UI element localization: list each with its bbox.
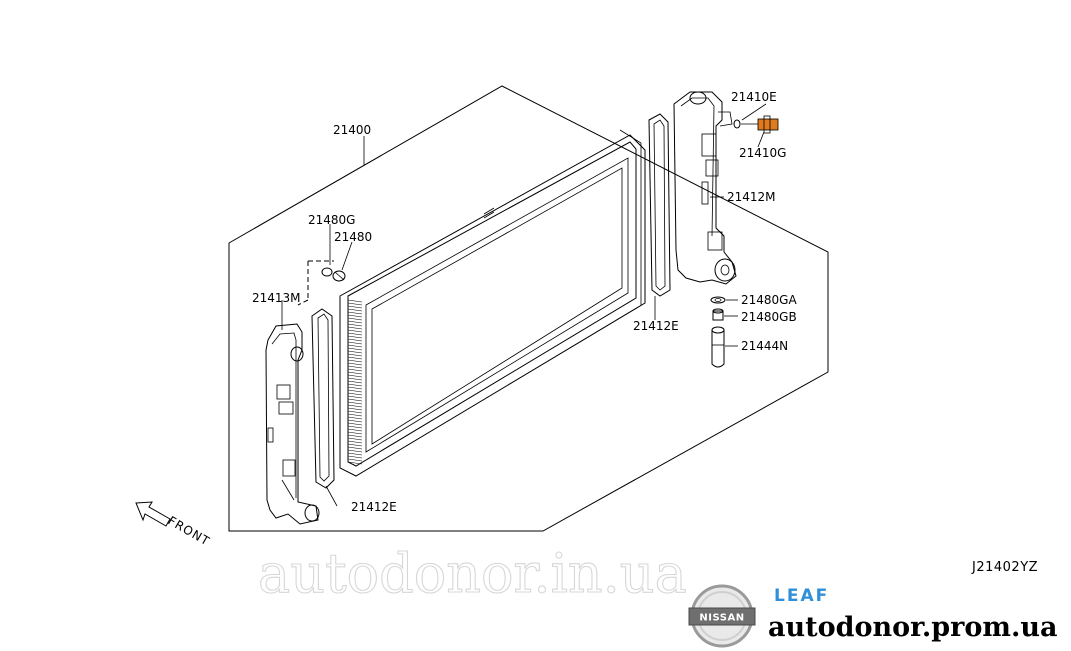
fin-line: [347, 449, 363, 453]
label-21480G: 21480G: [308, 213, 355, 227]
radiator-core: [339, 129, 646, 477]
site-label: autodonor.prom.ua: [768, 612, 1058, 643]
fin-line: [347, 398, 363, 402]
assembly-boundary: [228, 85, 829, 532]
label-21413M: 21413M: [252, 291, 301, 305]
right-seal: [648, 113, 671, 297]
fin-line: [347, 305, 363, 309]
fin-line: [347, 407, 363, 411]
fin-line: [347, 308, 363, 312]
fin-line: [347, 317, 363, 321]
fin-line: [347, 326, 363, 330]
fin-line: [347, 431, 363, 435]
label-21480: 21480: [334, 230, 372, 244]
fin-line: [347, 434, 363, 438]
label-21410G: 21410G: [739, 146, 786, 160]
fin-line: [347, 320, 363, 324]
fin-line: [347, 347, 363, 351]
fin-line: [347, 404, 363, 408]
fin-line: [347, 353, 363, 357]
fin-line: [347, 377, 363, 381]
fin-line: [347, 323, 363, 327]
fin-line: [347, 380, 363, 384]
fin-line: [347, 362, 363, 366]
fin-line: [347, 329, 363, 333]
label-21410E: 21410E: [731, 90, 777, 104]
fin-line: [347, 392, 363, 396]
fin-line: [347, 416, 363, 420]
fin-line: [347, 335, 363, 339]
fin-line: [347, 374, 363, 378]
fin-line: [347, 332, 363, 336]
front-arrow-icon: [135, 501, 171, 527]
fin-line: [347, 425, 363, 429]
fin-line: [347, 458, 363, 462]
fin-line: [347, 443, 363, 447]
fin-line: [347, 359, 363, 363]
fin-line: [347, 311, 363, 315]
fin-line: [347, 452, 363, 456]
part-labels: 21400 21410E 21410G 21412M 21480G 21480 …: [252, 90, 797, 514]
front-direction: FRONT: [135, 501, 213, 549]
label-21400: 21400: [333, 123, 371, 137]
label-21412E-left: 21412E: [351, 500, 397, 514]
right-tank: [673, 91, 737, 285]
fin-line: [347, 401, 363, 405]
fin-line: [347, 395, 363, 399]
watermark-text: autodonor.in.ua: [258, 542, 687, 605]
label-21412E-right: 21412E: [633, 319, 679, 333]
fin-line: [347, 410, 363, 414]
radiator-fins: [347, 299, 363, 465]
label-21444N: 21444N: [741, 339, 788, 353]
label-21480GB: 21480GB: [741, 310, 797, 324]
fin-line: [347, 428, 363, 432]
front-label: FRONT: [166, 513, 213, 548]
fin-line: [347, 341, 363, 345]
fin-line: [347, 389, 363, 393]
fin-line: [347, 344, 363, 348]
fin-line: [347, 437, 363, 441]
fin-line: [347, 299, 363, 303]
fin-line: [347, 461, 363, 465]
fin-line: [347, 422, 363, 426]
fin-line: [347, 356, 363, 360]
fin-line: [347, 302, 363, 306]
receiver-drier-assembly: [710, 296, 726, 368]
label-21412M: 21412M: [727, 190, 776, 204]
fin-line: [347, 338, 363, 342]
nissan-badge: NISSAN: [688, 584, 756, 648]
fin-line: [347, 386, 363, 390]
fin-line: [347, 455, 363, 459]
diagram-code: J21402YZ: [971, 560, 1038, 575]
label-21480GA: 21480GA: [741, 293, 797, 307]
model-label: LEAF: [774, 586, 829, 606]
fin-line: [347, 419, 363, 423]
left-seal: [311, 308, 335, 489]
fin-line: [347, 383, 363, 387]
fin-line: [347, 413, 363, 417]
fin-line: [347, 446, 363, 450]
fin-line: [347, 371, 363, 375]
left-tank: [265, 323, 320, 525]
fin-line: [347, 368, 363, 372]
fin-line: [347, 440, 363, 444]
fin-line: [347, 350, 363, 354]
fin-line: [347, 365, 363, 369]
badge-text: NISSAN: [699, 613, 744, 624]
temperature-sensor: [733, 115, 779, 134]
leader-lines: [281, 103, 767, 507]
drain-plug: [297, 260, 346, 306]
fin-line: [347, 314, 363, 318]
